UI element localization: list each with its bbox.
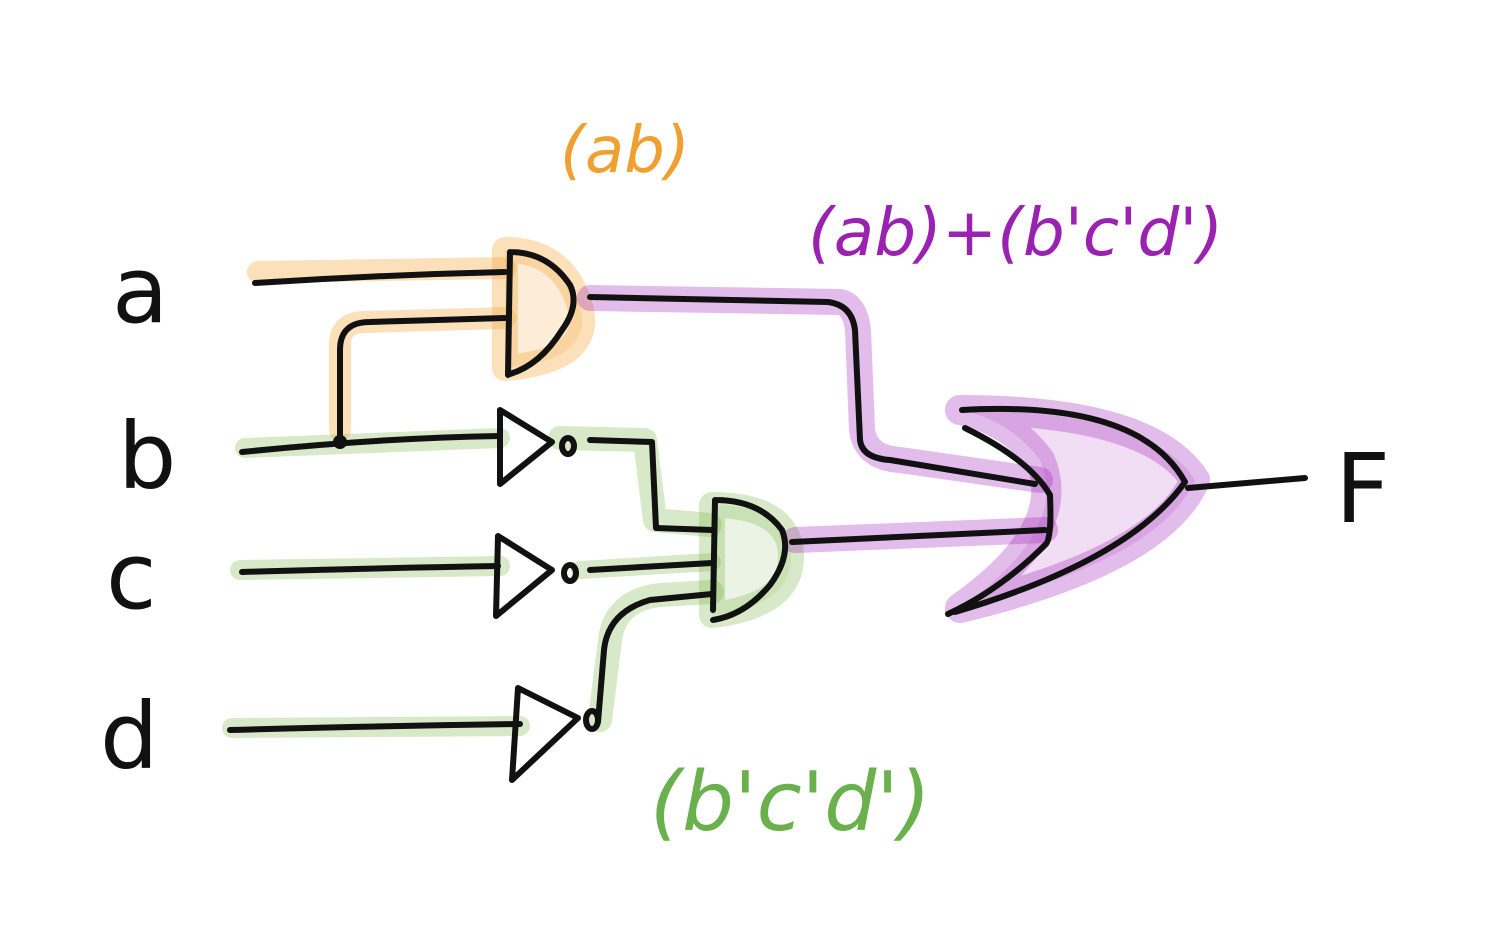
and-gate-bcd: [710, 497, 788, 623]
wire-ab-out: [587, 294, 1038, 487]
wire-d: [227, 721, 523, 733]
wire-a: [252, 269, 508, 286]
input-label-d: d: [100, 683, 158, 790]
wire-b-branch: [337, 315, 508, 445]
wire-c: [239, 563, 501, 575]
input-label-a: a: [112, 237, 168, 344]
wire-notc-out: [587, 560, 715, 573]
not-gate-c: [493, 533, 555, 619]
input-labels: a b c d: [100, 237, 176, 790]
not-gate-b: [497, 407, 555, 487]
wire-out: [1185, 475, 1308, 491]
wire-notb-out: [587, 437, 715, 533]
and-gate-ab: [505, 249, 577, 378]
wire-notd-out: [595, 591, 715, 725]
annotation-sum: (ab)+(b'c'd'): [808, 194, 1223, 271]
junction-dot: [333, 435, 347, 449]
or-gate: [945, 405, 1188, 617]
annotation-ab: (ab): [560, 114, 690, 188]
output-label: F: [1335, 433, 1390, 545]
not-bubble-c: [561, 562, 579, 584]
bcd-highlight: [222, 426, 804, 738]
ink-layer: [227, 249, 1308, 783]
input-label-c: c: [106, 523, 157, 630]
wire-bcd-out: [789, 527, 1048, 545]
not-gate-d: [509, 685, 581, 783]
annotation-bcd: (b'c'd'): [650, 755, 931, 850]
not-bubble-b: [559, 435, 577, 457]
input-label-b: b: [118, 403, 176, 510]
wire-b: [239, 433, 503, 455]
